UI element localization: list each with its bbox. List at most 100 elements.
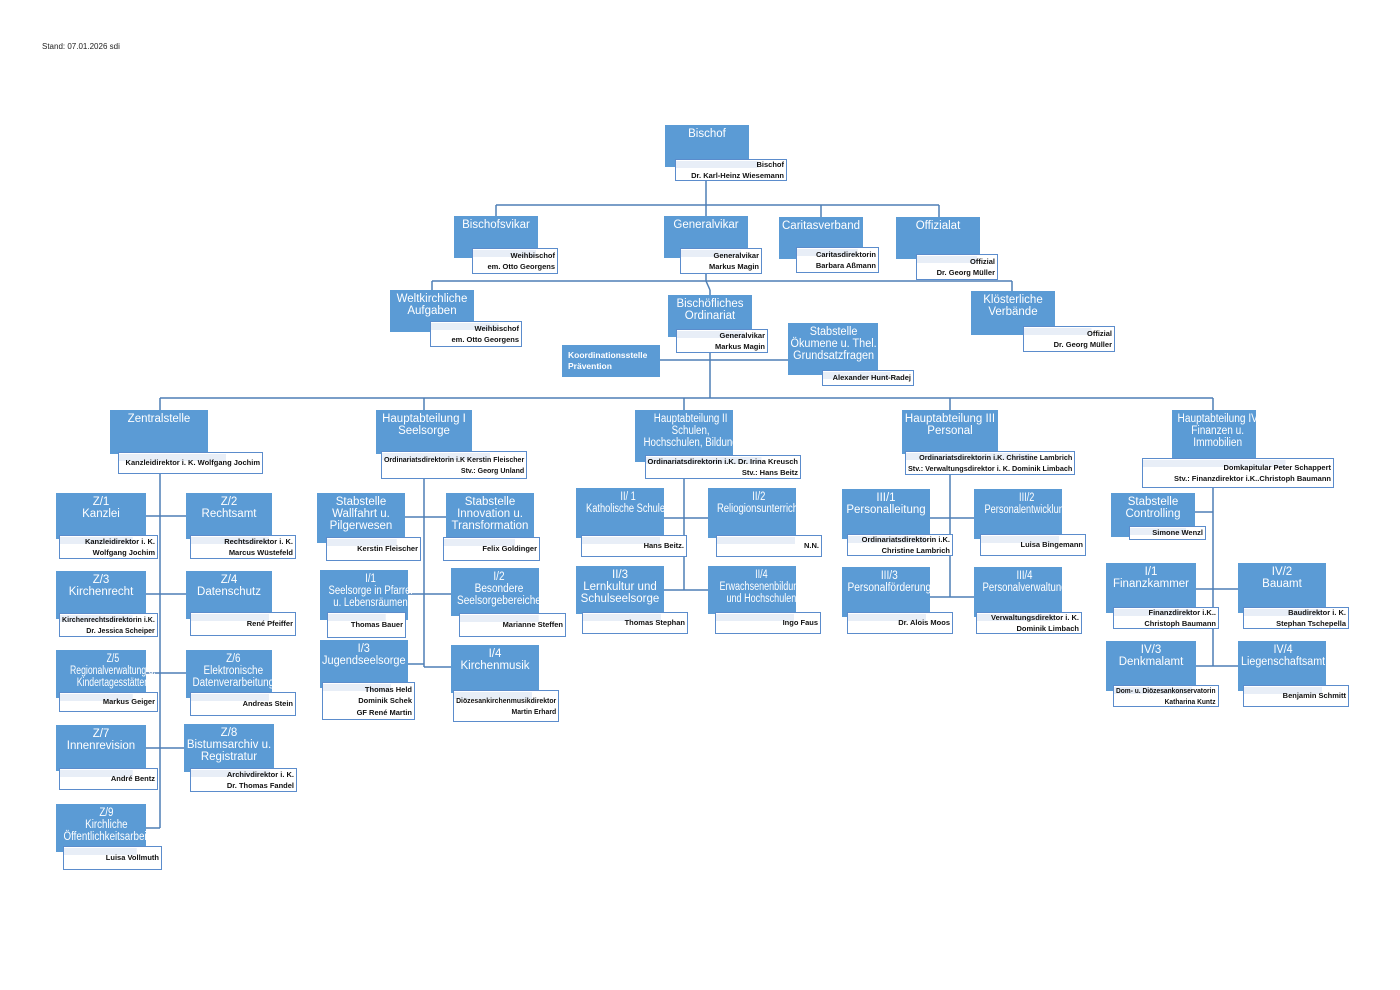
org-unit-box-z4: Z/4 Datenschutz <box>186 571 272 619</box>
org-unit-wallfahrt: Stabstelle Wallfahrt u. Pilgerwesen <box>329 496 393 532</box>
person-box-iv3: Dom- u. Diözesankonservatorin Katharina … <box>1113 685 1219 707</box>
person-box-i4: Diözesankirchenmusikdirektor Martin Erha… <box>453 690 559 722</box>
person-text-wallfahrt: Kerstin Fleischer <box>357 544 418 554</box>
org-unit-box-oekumene: Stabstelle Ökumene u. Thel. Grundsatzfra… <box>788 323 878 375</box>
org-unit-box-ii4: II/4 Erwachsenenbildung und Hochschulen <box>708 566 803 614</box>
person-text-ii2: N.N. <box>804 541 819 551</box>
org-unit-z5: Z/5 Regionalverwaltung u. Kindertagesstä… <box>69 653 156 689</box>
person-text-iii3: Dr. Alois Moos <box>898 618 950 628</box>
org-unit-controlling: Stabstelle Controlling <box>1125 496 1181 520</box>
person-box-ha1: Ordinariatsdirektorin i.K Kerstin Fleisc… <box>381 451 527 479</box>
person-box-wallfahrt: Kerstin Fleischer <box>326 537 421 561</box>
org-unit-box-z8: Z/8 Bistumsarchiv u. Registratur <box>184 724 274 772</box>
person-text-bischofsvikar: Weihbischof em. Otto Georgens <box>487 250 555 272</box>
org-unit-i2: I/2 Besondere Seelsorgebereiche <box>456 571 541 607</box>
person-box-z9: Luisa Vollmuth <box>63 846 162 870</box>
org-unit-box-iv3: IV/3 Denkmalamt <box>1106 641 1196 691</box>
org-unit-z2: Z/2 Rechtsamt <box>201 496 257 520</box>
person-box-bischof: Bischof Dr. Karl-Heinz Wiesemann <box>675 159 787 181</box>
person-box-z4: René Pfeiffer <box>190 612 296 636</box>
org-unit-box-iii3: III/3 Personalförderung <box>842 567 932 617</box>
person-text-bischof: Bischof Dr. Karl-Heinz Wiesemann <box>691 159 784 181</box>
person-text-iii2: Luisa Bingemann <box>1020 540 1083 550</box>
person-box-generalvikar: Generalvikar Markus Magin <box>680 248 762 274</box>
person-text-controlling: Simone Wenzl <box>1152 528 1203 538</box>
org-unit-koordination: Koordinationsstelle Prävention <box>568 350 648 371</box>
person-box-z2: Rechtsdirektor i. K. Marcus Wüstefeld <box>190 535 296 559</box>
person-text-iv1: Finanzdirektor i.K.. Christoph Baumann <box>1144 607 1216 629</box>
org-unit-z3: Z/3 Kirchenrecht <box>68 574 134 598</box>
person-text-z4: René Pfeiffer <box>246 619 293 629</box>
person-text-z2: Rechtsdirektor i. K. Marcus Wüstefeld <box>224 536 293 558</box>
org-unit-box-iii1: III/1 Personalleitung <box>842 489 930 539</box>
org-unit-iv1: I/1 Finanzkammer <box>1112 566 1190 590</box>
org-unit-box-i1: I/1 Seelsorge in Pfarrei u. Lebensräumen <box>320 570 413 620</box>
person-box-z5: Markus Geiger <box>59 692 158 712</box>
org-unit-box-z2: Z/2 Rechtsamt <box>186 493 272 539</box>
person-text-iii4: Verwaltungsdirektor i. K. Dominik Limbac… <box>991 612 1079 634</box>
person-box-z7: André Bentz <box>59 768 158 790</box>
org-unit-z8: Z/8 Bistumsarchiv u. Registratur <box>186 727 272 763</box>
org-unit-box-z5: Z/5 Regionalverwaltung u. Kindertagesstä… <box>56 650 156 698</box>
org-unit-box-ha2: Hauptabteilung II Schulen, Hochschulen, … <box>635 410 738 462</box>
person-box-iii4: Verwaltungsdirektor i. K. Dominik Limbac… <box>976 612 1082 634</box>
person-text-generalvikar: Generalvikar Markus Magin <box>708 250 759 272</box>
org-unit-ii1: II/ 1 Katholische Schulen <box>586 491 671 515</box>
org-unit-box-z7: Z/7 Innenrevision <box>56 725 146 771</box>
org-unit-caritas: Caritasverband <box>782 220 860 232</box>
org-unit-z9: Z/9 Kirchliche Öffentlichkeitsarbeit <box>63 807 150 843</box>
org-unit-i3: I/3 Jugendseelsorge <box>322 643 406 667</box>
person-text-ha3: Ordinariatsdirektorin i.K. Christine Lam… <box>907 452 1072 474</box>
org-unit-bischofsvikar: Bischofsvikar <box>462 219 530 231</box>
org-unit-box-iv1: I/1 Finanzkammer <box>1106 563 1196 613</box>
org-unit-i1: I/1 Seelsorge in Pfarrei u. Lebensräumen <box>328 573 413 609</box>
org-unit-iii3: III/3 Personalförderung <box>847 570 932 594</box>
org-unit-iii4: III/4 Personalverwaltung <box>982 570 1067 594</box>
person-box-iv4: Benjamin Schmitt <box>1243 685 1349 707</box>
org-unit-weltkirche: Weltkirchliche Aufgaben <box>396 293 468 317</box>
org-unit-ordinariat: Bischöfliches Ordinariat <box>676 298 744 322</box>
org-unit-box-ii1: II/ 1 Katholische Schulen <box>576 488 670 538</box>
org-unit-ii3: II/3 Lernkultur und Schulseelsorge <box>580 569 660 605</box>
org-unit-box-i2: I/2 Besondere Seelsorgebereiche <box>451 568 541 616</box>
person-text-ha4: Domkapitular Peter Schappert Stv.: Finan… <box>1174 462 1331 484</box>
org-unit-iii2: III/2 Personalentwicklung <box>984 492 1069 516</box>
org-unit-bischof: Bischof <box>688 128 726 140</box>
org-unit-box-ha3: Hauptabteilung III Personal <box>902 410 998 454</box>
org-unit-ha1: Hauptabteilung I Seelsorge <box>382 413 466 437</box>
org-unit-box-iv2: IV/2 Bauamt <box>1238 563 1326 613</box>
org-unit-box-z6: Z/6 Elektronische Datenverarbeitung <box>186 650 275 698</box>
connector-line <box>705 280 711 291</box>
person-text-caritas: Caritasdirektorin Barbara Aßmann <box>815 249 876 271</box>
person-text-ii1: Hans Beitz. <box>643 541 684 551</box>
person-box-z3: Kirchenrechtsdirektorin i.K. Dr. Jessica… <box>59 613 158 637</box>
person-text-ii4: Ingo Faus <box>782 618 818 628</box>
org-unit-box-z3: Z/3 Kirchenrecht <box>56 571 146 619</box>
person-box-ii4: Ingo Faus <box>715 612 821 634</box>
org-unit-generalvikar: Generalvikar <box>673 219 739 231</box>
org-unit-z6: Z/6 Elektronische Datenverarbeitung <box>192 653 275 689</box>
person-text-iii1: Ordinariatsdirektorin i.K. Christine Lam… <box>861 534 950 556</box>
person-text-innovation: Felix Goldinger <box>482 544 537 554</box>
person-box-iii3: Dr. Alois Moos <box>847 612 953 634</box>
person-text-z9: Luisa Vollmuth <box>105 853 159 863</box>
person-text-i2: Marianne Steffen <box>502 620 563 630</box>
person-box-z6: Andreas Stein <box>190 692 296 716</box>
person-box-ha2: Ordinariatsdirektorin i.K. Dr. Irina Kre… <box>645 455 801 479</box>
org-unit-box-iii2: III/2 Personalentwicklung <box>974 489 1069 539</box>
person-box-iii1: Ordinariatsdirektorin i.K. Christine Lam… <box>847 534 953 556</box>
person-text-iv3: Dom- u. Diözesankonservatorin Katharina … <box>1116 685 1216 707</box>
person-text-kloester: Offizial Dr. Georg Müller <box>1053 328 1112 350</box>
person-text-ordinariat: Generalvikar Markus Magin <box>714 330 765 352</box>
person-box-zentral: Kanzleidirektor i. K. Wolfgang Jochim <box>118 452 263 474</box>
org-unit-ii4: II/4 Erwachsenenbildung und Hochschulen <box>719 569 804 605</box>
person-box-ii2: N.N. <box>716 535 822 557</box>
org-unit-box-zentral: Zentralstelle <box>110 410 208 454</box>
person-text-z6: Andreas Stein <box>242 699 293 709</box>
status-date: Stand: 07.01.2026 sdi <box>42 42 120 51</box>
org-unit-box-offizialat: Offizialat <box>896 217 980 259</box>
org-unit-box-wallfahrt: Stabstelle Wallfahrt u. Pilgerwesen <box>317 493 405 543</box>
org-unit-box-i4: I/4 Kirchenmusik <box>451 645 539 693</box>
person-text-iv2: Baudirektor i. K. Stephan Tschepella <box>1276 607 1346 629</box>
org-unit-box-z1: Z/1 Kanzlei <box>56 493 146 539</box>
